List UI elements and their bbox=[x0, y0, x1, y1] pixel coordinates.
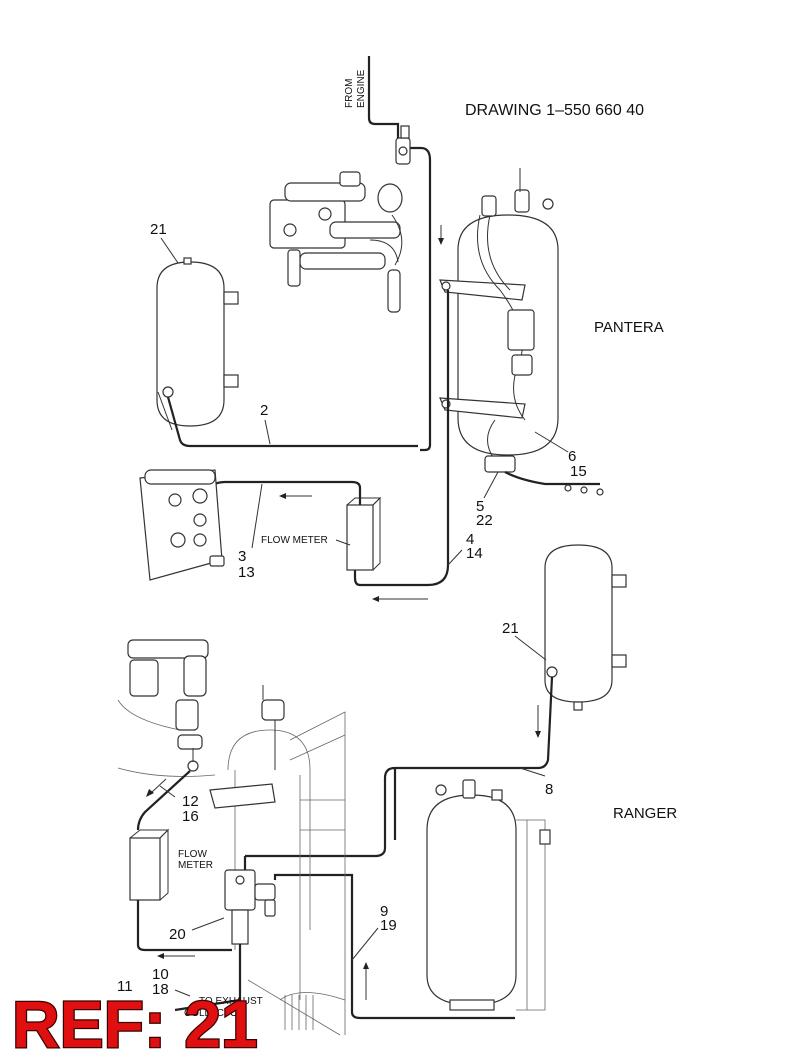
leader-lines-top bbox=[160, 237, 569, 566]
flow-arrows-top bbox=[279, 225, 444, 602]
callout-14: 14 bbox=[466, 545, 483, 562]
distribution-valve-20 bbox=[209, 685, 285, 945]
exhaust-collector bbox=[284, 995, 314, 1030]
flow-meter-top-label: FLOW METER bbox=[261, 535, 328, 546]
from-engine-label-2: ENGINE bbox=[356, 69, 367, 108]
callout-13: 13 bbox=[238, 564, 255, 581]
flow-meter-bottom-label-1: FLOW bbox=[178, 849, 207, 860]
callout-12: 12 bbox=[182, 793, 199, 810]
flow-meter-bottom bbox=[129, 828, 170, 901]
callout-18: 18 bbox=[152, 981, 169, 998]
main-air-tank-ranger bbox=[426, 779, 551, 1011]
line-3-13 bbox=[203, 480, 362, 505]
leader-lines-bottom bbox=[159, 635, 547, 997]
line-11 bbox=[136, 900, 232, 952]
callout-15: 15 bbox=[570, 463, 587, 480]
callout-3: 3 bbox=[238, 548, 246, 565]
callout-2: 2 bbox=[260, 402, 268, 419]
exhaust-collector-label-2: COLLECTOR bbox=[184, 1008, 245, 1019]
line-9-19 bbox=[273, 873, 515, 1020]
engine-tee-fitting bbox=[395, 125, 411, 165]
callout-21-top: 21 bbox=[150, 221, 167, 238]
line-4-14 bbox=[353, 290, 450, 587]
callout-22: 22 bbox=[476, 512, 493, 529]
flow-arrows-bottom bbox=[146, 705, 541, 1000]
ref-badge: REF: 21 bbox=[12, 987, 258, 1053]
callout-16: 16 bbox=[182, 808, 199, 825]
section-label-ranger: RANGER bbox=[613, 805, 677, 822]
control-valve-block bbox=[269, 171, 403, 313]
flow-meter-top bbox=[346, 496, 382, 571]
air-tank-21-right bbox=[544, 544, 627, 711]
section-label-pantera: PANTERA bbox=[594, 319, 664, 336]
callout-4: 4 bbox=[466, 531, 474, 548]
drawing-title: DRAWING 1–550 660 40 bbox=[465, 102, 644, 119]
line-2 bbox=[166, 396, 418, 448]
from-engine-label-1: FROM bbox=[344, 79, 355, 108]
callout-21-right: 21 bbox=[502, 620, 519, 637]
callout-5: 5 bbox=[476, 498, 484, 515]
callout-10: 10 bbox=[152, 966, 169, 983]
callout-9: 9 bbox=[380, 903, 388, 920]
flow-meter-bottom-label-2: METER bbox=[178, 860, 213, 871]
callout-20: 20 bbox=[169, 926, 186, 943]
line-8 bbox=[245, 676, 554, 858]
line-12-16 bbox=[136, 770, 191, 831]
main-air-tank-pantera bbox=[439, 168, 604, 496]
callout-6: 6 bbox=[568, 448, 576, 465]
air-tank-21-top bbox=[156, 257, 239, 427]
callout-11: 11 bbox=[117, 978, 133, 995]
engine-supply-line bbox=[367, 56, 432, 452]
manifold-block-top bbox=[139, 469, 225, 581]
callout-8: 8 bbox=[545, 781, 553, 798]
callout-19: 19 bbox=[380, 917, 397, 934]
line-2-drain bbox=[157, 391, 173, 431]
exhaust-collector-label-1: TO EXHAUST bbox=[199, 996, 263, 1007]
valve-assembly-ranger bbox=[127, 639, 209, 772]
line-10-18 bbox=[174, 944, 242, 1012]
